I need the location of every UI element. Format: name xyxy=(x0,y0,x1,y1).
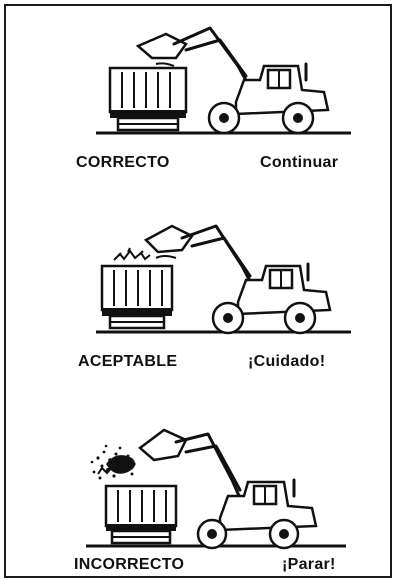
status-label: ACEPTABLE xyxy=(78,353,178,370)
panel-acceptable: ACEPTABLE ¡Cuidado! xyxy=(6,202,394,377)
loader-dumping-illustration xyxy=(96,224,351,335)
spill-debris xyxy=(90,444,136,480)
action-label: ¡Cuidado! xyxy=(248,353,326,370)
action-label: ¡Parar! xyxy=(282,556,336,573)
status-label: INCORRECTO xyxy=(74,556,185,573)
instruction-sheet: CORRECTO Continuar xyxy=(4,4,392,578)
status-label: CORRECTO xyxy=(76,154,170,171)
loader-dumping-illustration xyxy=(86,428,346,550)
panel-incorrect: INCORRECTO ¡Parar! xyxy=(6,394,394,580)
panel-correct: CORRECTO Continuar xyxy=(6,6,394,181)
loader-dumping-illustration xyxy=(96,26,351,135)
action-label: Continuar xyxy=(260,154,339,171)
